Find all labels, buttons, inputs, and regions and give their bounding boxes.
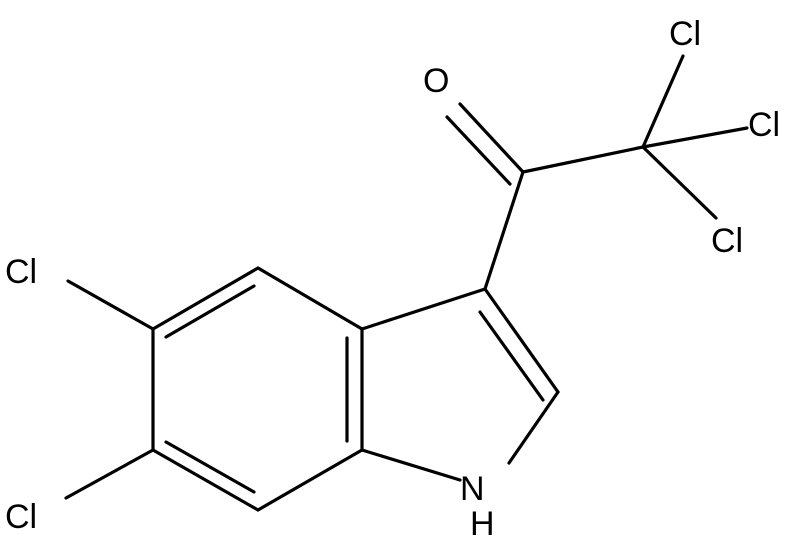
- bond-c7-c7a: [256, 448, 364, 512]
- bond-ccl3-cl-right: [641, 126, 749, 149]
- atom-cl-bottom: Cl: [711, 222, 743, 260]
- bond-c3-c2: [483, 287, 560, 394]
- atom-cl-6: Cl: [5, 498, 37, 536]
- bond-c3-carbonyl: [483, 170, 525, 291]
- bond-c3a-c3: [360, 287, 487, 331]
- atom-nitrogen: N: [460, 470, 485, 508]
- bond-carbonyl-o-inner: [445, 115, 512, 186]
- bond-c4-c5-inner: [164, 284, 256, 339]
- bond-ccl3-cl-top: [641, 54, 685, 149]
- bond-n1-c7a: [360, 448, 462, 482]
- bond-c3-c2-inner: [478, 310, 545, 402]
- bond-c3a-c4: [256, 266, 364, 331]
- atom-cl-top: Cl: [669, 15, 701, 53]
- bond-c4-c5: [151, 266, 260, 331]
- bond-c6-c7-inner: [164, 440, 256, 494]
- atom-cl-right: Cl: [748, 106, 780, 144]
- bond-ccl3-cl-bottom: [641, 145, 718, 220]
- bond-c6-c7: [151, 448, 260, 512]
- bond-carbonyl-o: [458, 102, 525, 174]
- bond-carbonyl-ccl3: [521, 145, 645, 174]
- bond-c5-cl: [66, 279, 155, 331]
- bond-c2-n1: [507, 390, 560, 465]
- atom-oxygen: O: [423, 62, 449, 100]
- bond-c6-cl: [64, 448, 155, 500]
- atom-cl-5: Cl: [5, 253, 37, 291]
- atom-hydrogen: H: [470, 505, 495, 543]
